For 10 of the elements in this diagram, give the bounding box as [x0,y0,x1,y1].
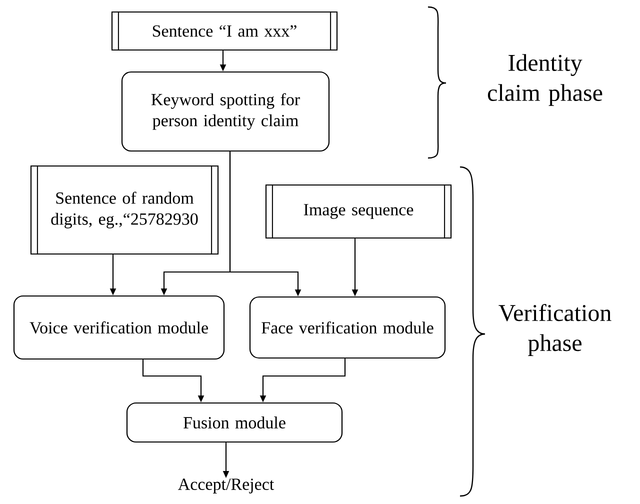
input-box: Sentence “I am xxx” [111,10,338,52]
process-box: Keyword spotting for person identity claim [121,71,330,152]
phase-label: Verification phase [498,304,612,356]
process-box: Fusion module [126,402,343,443]
input-box: Image sequence [265,184,452,240]
input-box: Sentence of random digits, eg.,“25782930 [30,164,219,256]
output-text: Accept/Reject [178,478,274,494]
process-box: Face verification module [249,296,446,359]
process-box: Voice verification module [13,295,225,360]
phase-label: Identity claim phase [488,54,602,106]
